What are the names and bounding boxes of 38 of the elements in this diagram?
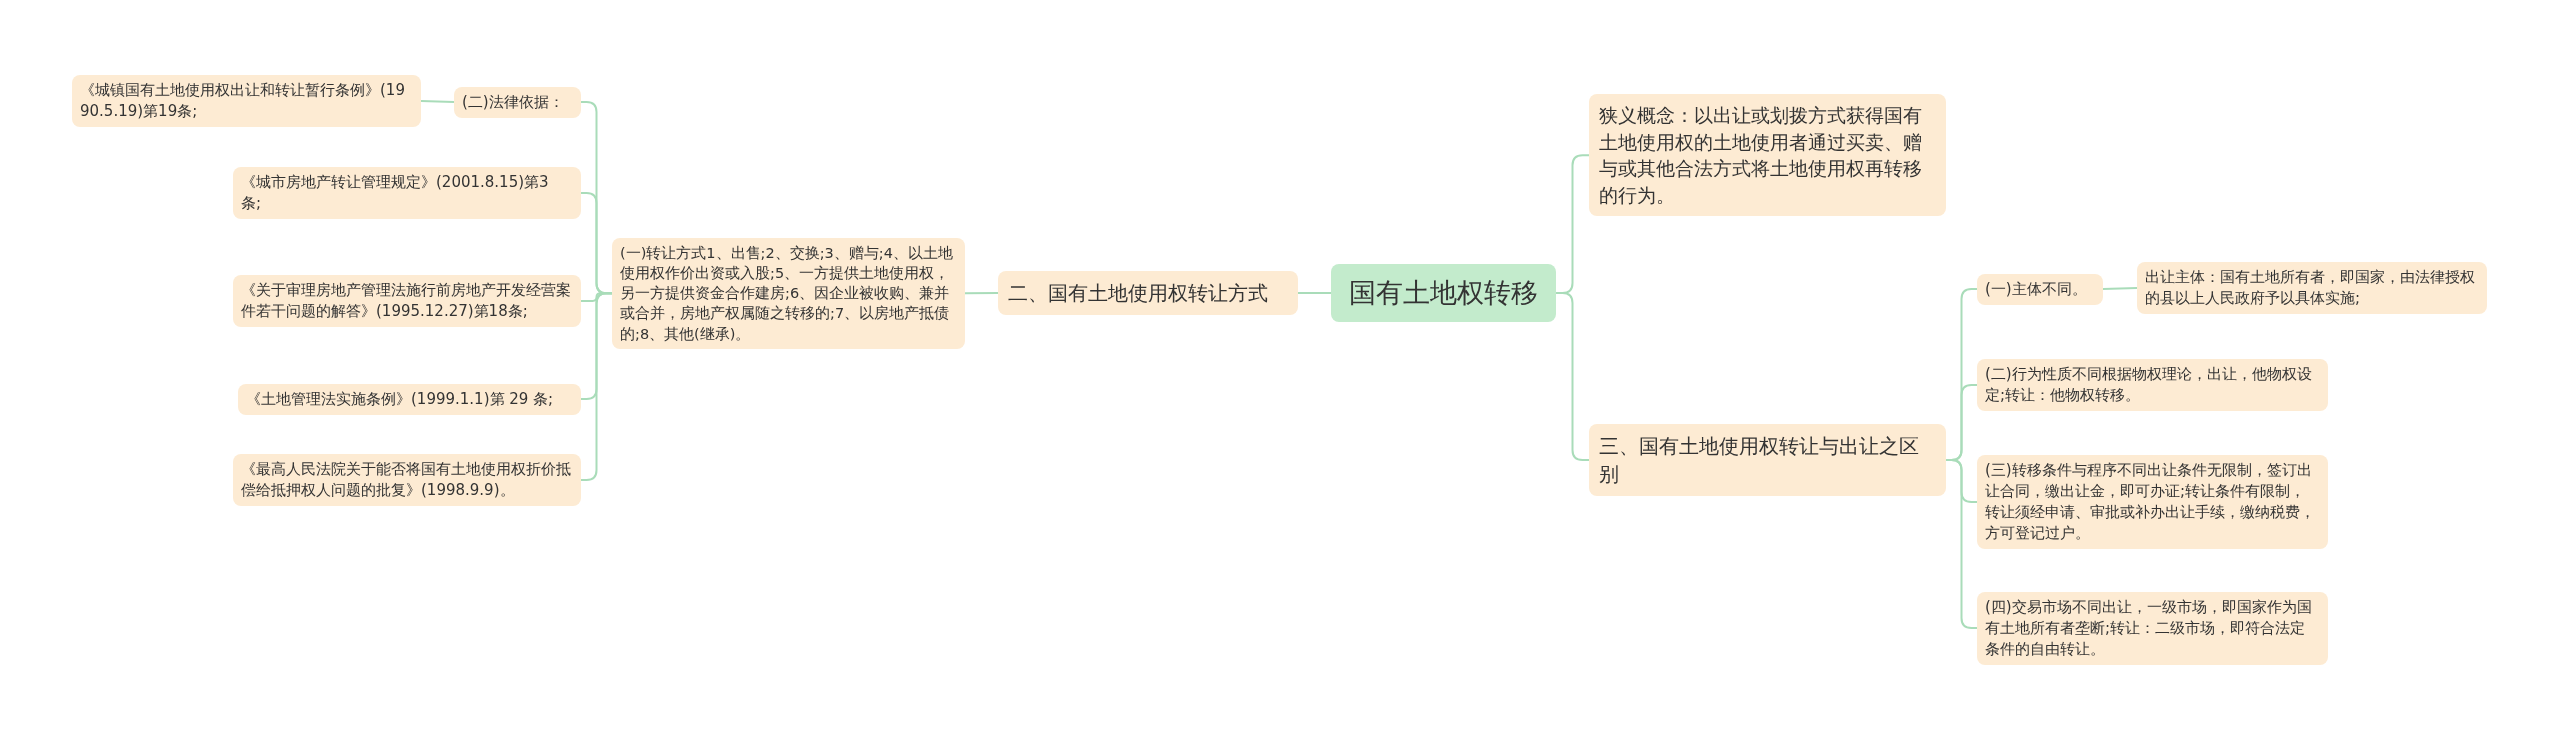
node-text: 出让主体：国有土地所有者，即国家，由法律授权的县以上人民政府予以具体实施;: [2145, 267, 2476, 309]
connector-line: [2102, 287, 2138, 290]
node-text: 《土地管理法实施条例》(1999.1.1)第 29 条;: [246, 388, 554, 410]
connector-line: [964, 292, 999, 295]
central-topic-box: [1331, 264, 1556, 322]
topic-box: [1589, 424, 1946, 496]
subtopic-box: [454, 86, 581, 118]
node-text: (二)法律依据：: [462, 91, 564, 113]
node-text: 二、国有土地使用权转让方式: [1008, 280, 1268, 307]
subtopic-box: [233, 275, 581, 327]
node-text: (一)主体不同。: [1985, 278, 2087, 300]
node-text: (二)行为性质不同根据物权理论，出让，他物权设定;转让：他物权转移。: [1985, 364, 2313, 406]
subtopic-box: [1977, 359, 2328, 411]
connector-line: [580, 292, 613, 481]
subtopic-box: [1977, 591, 2328, 665]
subtopic-box: [72, 75, 421, 127]
node-text: (一)转让方式1、出售;2、交换;3、赠与;4、以土地使用权作价出资或入股;5、一方提供土地使用权，另一方提供资金合作建房;6、因企业被收购、兼并或合并，房地产权属随之转移的;7、以房地产抵债的;8、其他(继承)。: [620, 243, 954, 344]
node-text: 《城市房地产转让管理规定》(2001.8.15)第3 条;: [241, 172, 550, 214]
connector-line: [1555, 291, 1590, 461]
subtopic-box: [233, 167, 581, 219]
connector-line: [1945, 459, 1978, 629]
node-text: 三、国有土地使用权转让与出让之区别: [1599, 433, 1920, 488]
node-text: 国有土地权转移: [1349, 276, 1538, 310]
node-text: 狭义概念：以出让或划拨方式获得国有土地使用权的土地使用者通过买卖、赠与或其他合法方式将土地使用权再转移的行为。: [1599, 103, 1923, 208]
topic-box: [998, 271, 1298, 315]
topic-box: [1589, 94, 1946, 217]
node-text: 《关于审理房地产管理法施行前房地产开发经营案件若干问题的解答》(1995.12.27)第18条;: [241, 280, 572, 322]
node-text: (三)转移条件与程序不同出让条件无限制，签订出让合同，缴出让金，即可办证;转让条件有限制，转让须经申请、审批或补办出让手续，缴纳税费，方可登记过户。: [1985, 460, 2316, 544]
subtopic-box: [1977, 455, 2328, 549]
connector-line: [1297, 291, 1332, 294]
subtopic-box: [233, 454, 581, 506]
subtopic-box: [2137, 262, 2487, 314]
node-text: (四)交易市场不同出让，一级市场，即国家作为国有土地所有者垄断;转让：二级市场，即符合法定条件的自由转让。: [1985, 596, 2313, 660]
connector-line: [420, 100, 455, 103]
node-text: 《最高人民法院关于能否将国有土地使用权折价抵偿给抵押权人问题的批复》(1998.9.9)。: [241, 459, 572, 501]
subtopic-box: [238, 383, 581, 415]
subtopic-box: [1977, 273, 2103, 305]
node-text: 《城镇国有土地使用权出让和转让暂行条例》(1990.5.19)第19条;: [80, 80, 406, 122]
